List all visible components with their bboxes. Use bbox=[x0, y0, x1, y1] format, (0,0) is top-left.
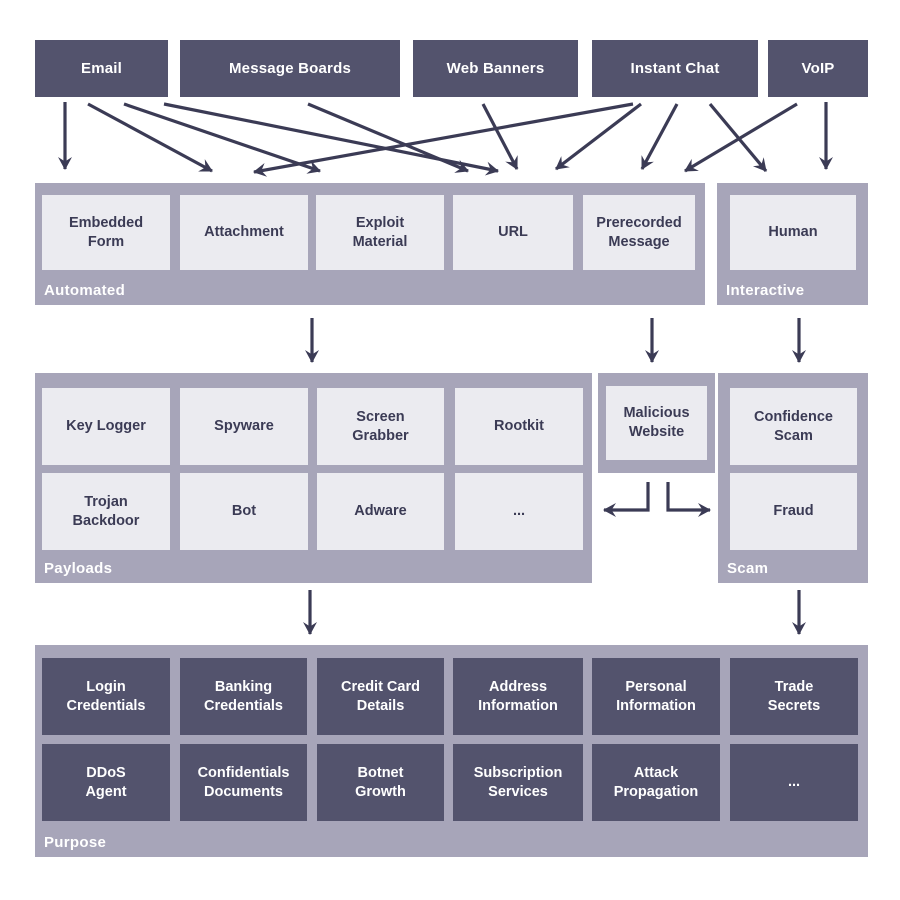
scam-confidence-scam: Confidence Scam bbox=[730, 388, 857, 465]
vector-attachment: Attachment bbox=[180, 195, 308, 270]
group-scam: Confidence Scam Fraud Scam bbox=[718, 373, 868, 583]
arrow-instant-chat-to-prerecorded-message bbox=[640, 103, 679, 170]
vector-prerecorded-message-label: Prerecorded Message bbox=[596, 214, 682, 250]
arrow-malicious-website-to-scam bbox=[666, 482, 711, 517]
scam-fraud: Fraud bbox=[730, 473, 857, 550]
group-automated: Embedded Form Attachment Exploit Materia… bbox=[35, 183, 705, 305]
scam-confidence-scam-label: Confidence Scam bbox=[754, 408, 833, 444]
source-message-boards: Message Boards bbox=[180, 40, 400, 97]
group-automated-label: Automated bbox=[44, 282, 126, 299]
purpose-credit-card-details-label: Credit Card Details bbox=[341, 678, 420, 714]
payload-rootkit-label: Rootkit bbox=[494, 418, 544, 435]
payload-screen-grabber: Screen Grabber bbox=[317, 388, 444, 465]
vector-prerecorded-message: Prerecorded Message bbox=[583, 195, 695, 270]
purpose-ellipsis-label: ... bbox=[787, 774, 801, 791]
payload-key-logger-label: Key Logger bbox=[66, 418, 146, 435]
purpose-trade-secrets: Trade Secrets bbox=[730, 658, 858, 735]
malicious-website-label: Malicious Website bbox=[623, 405, 690, 440]
vector-url: URL bbox=[453, 195, 573, 270]
purpose-personal-information: Personal Information bbox=[592, 658, 720, 735]
arrow-message-boards-to-url bbox=[307, 102, 469, 173]
purpose-attack-propagation: Attack Propagation bbox=[592, 744, 720, 821]
purpose-personal-information-label: Personal Information bbox=[616, 678, 696, 714]
payload-adware: Adware bbox=[317, 473, 444, 550]
payload-ellipsis: ... bbox=[455, 473, 583, 550]
payload-key-logger: Key Logger bbox=[42, 388, 170, 465]
payload-adware-label: Adware bbox=[354, 503, 407, 520]
purpose-ellipsis: ... bbox=[730, 744, 858, 821]
payload-trojan-backdoor-label: Trojan Backdoor bbox=[72, 493, 140, 529]
arrow-web-banners-to-url bbox=[481, 103, 519, 170]
source-voip: VoIP bbox=[768, 40, 868, 97]
purpose-trade-secrets-label: Trade Secrets bbox=[767, 678, 821, 714]
payload-bot-label: Bot bbox=[231, 503, 257, 520]
payload-rootkit: Rootkit bbox=[455, 388, 583, 465]
group-payloads-label: Payloads bbox=[44, 560, 113, 577]
payload-spyware: Spyware bbox=[180, 388, 308, 465]
arrow-email-to-attachment bbox=[87, 102, 213, 173]
purpose-address-information-label: Address Information bbox=[478, 678, 558, 714]
source-email-label: Email bbox=[80, 59, 123, 77]
source-instant-chat: Instant Chat bbox=[592, 40, 758, 97]
vector-embedded-form: Embedded Form bbox=[42, 195, 170, 270]
purpose-banking-credentials: Banking Credentials bbox=[180, 658, 307, 735]
scam-fraud-label: Fraud bbox=[773, 503, 814, 520]
source-message-boards-label: Message Boards bbox=[228, 59, 352, 77]
group-interactive-label: Interactive bbox=[726, 282, 805, 299]
vector-exploit-material: Exploit Material bbox=[316, 195, 444, 270]
group-malicious-website: Malicious Website bbox=[598, 373, 715, 473]
purpose-login-credentials: Login Credentials bbox=[42, 658, 170, 735]
arrow-voip-to-prerecorded-message bbox=[684, 102, 798, 173]
vector-human-label: Human bbox=[768, 224, 818, 241]
purpose-ddos-agent: DDoS Agent bbox=[42, 744, 170, 821]
purpose-botnet-growth-label: Botnet Growth bbox=[355, 764, 406, 800]
payload-screen-grabber-label: Screen Grabber bbox=[352, 408, 409, 444]
source-voip-label: VoIP bbox=[801, 59, 835, 77]
arrow-email-to-url bbox=[163, 102, 499, 176]
payload-spyware-label: Spyware bbox=[214, 418, 274, 435]
malicious-website-box: Malicious Website bbox=[606, 386, 707, 460]
arrow-instant-chat-to-url bbox=[555, 102, 642, 171]
purpose-subscription-services-label: Subscription Services bbox=[473, 764, 563, 800]
group-scam-label: Scam bbox=[727, 560, 769, 577]
arrow-instant-chat-to-human bbox=[708, 102, 768, 173]
purpose-address-information: Address Information bbox=[453, 658, 583, 735]
payload-bot: Bot bbox=[180, 473, 308, 550]
purpose-attack-propagation-label: Attack Propagation bbox=[613, 764, 699, 800]
purpose-login-credentials-label: Login Credentials bbox=[66, 678, 146, 714]
source-web-banners-label: Web Banners bbox=[446, 59, 545, 77]
purpose-botnet-growth: Botnet Growth bbox=[317, 744, 444, 821]
payload-ellipsis-label: ... bbox=[512, 503, 526, 520]
vector-exploit-material-label: Exploit Material bbox=[352, 214, 408, 250]
purpose-banking-credentials-label: Banking Credentials bbox=[204, 678, 283, 714]
vector-attachment-label: Attachment bbox=[204, 224, 284, 241]
vector-human: Human bbox=[730, 195, 856, 270]
arrow-email-to-exploit-material bbox=[123, 102, 321, 174]
source-email: Email bbox=[35, 40, 168, 97]
source-instant-chat-label: Instant Chat bbox=[630, 59, 720, 77]
payload-trojan-backdoor: Trojan Backdoor bbox=[42, 473, 170, 550]
arrow-instant-chat-to-attachment bbox=[253, 102, 634, 177]
source-web-banners: Web Banners bbox=[413, 40, 578, 97]
group-purpose: Login Credentials Banking Credentials Cr… bbox=[35, 645, 868, 857]
vector-embedded-form-label: Embedded Form bbox=[68, 214, 144, 250]
purpose-confidentials-documents-label: Confidentials Documents bbox=[197, 764, 290, 800]
group-purpose-label: Purpose bbox=[44, 834, 107, 851]
purpose-credit-card-details: Credit Card Details bbox=[317, 658, 444, 735]
purpose-confidentials-documents: Confidentials Documents bbox=[180, 744, 307, 821]
vector-url-label: URL bbox=[498, 224, 528, 241]
group-interactive: Human Interactive bbox=[717, 183, 868, 305]
purpose-subscription-services: Subscription Services bbox=[453, 744, 583, 821]
arrow-malicious-website-to-payloads bbox=[603, 482, 650, 517]
purpose-ddos-agent-label: DDoS Agent bbox=[85, 764, 127, 800]
group-payloads: Key Logger Spyware Screen Grabber Rootki… bbox=[35, 373, 592, 583]
